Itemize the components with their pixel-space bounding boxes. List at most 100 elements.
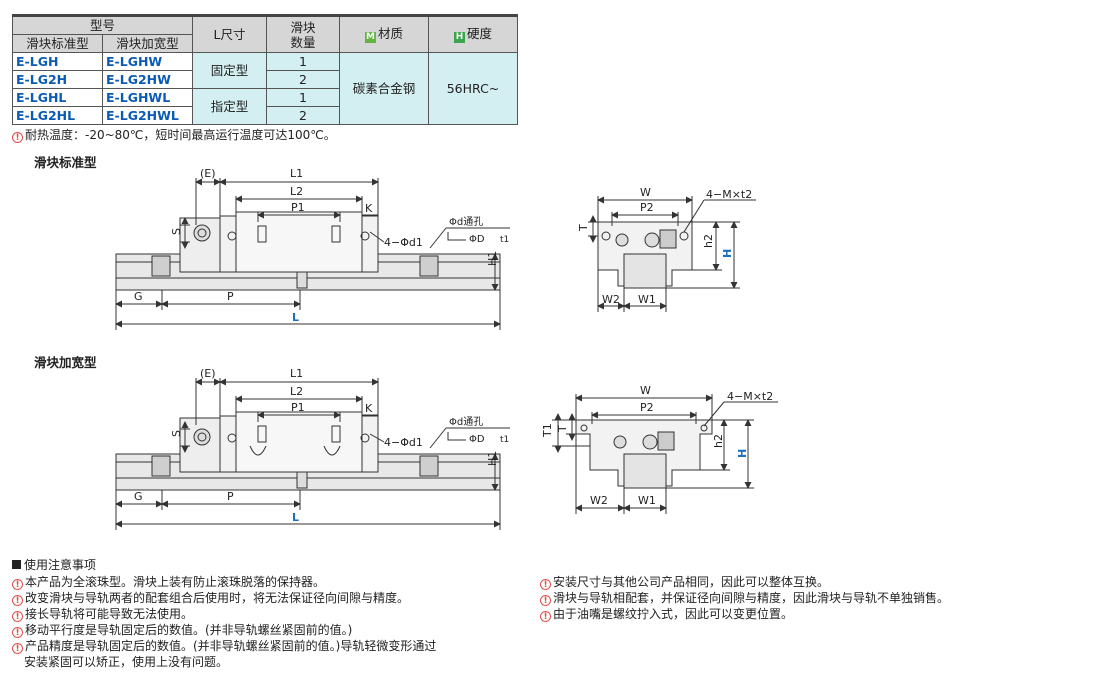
warning-icon: !: [540, 611, 551, 622]
label-h1: H1: [486, 251, 499, 266]
label-t1: t1: [500, 435, 509, 445]
label-h: H: [736, 449, 749, 458]
note-item: !本产品为全滚珠型。滑块上装有防止滚珠脱落的保持器。: [12, 574, 436, 590]
wide-side-labels: (E) L1 L2 P1 K S 4−Φd1 Φd通孔 ΦD t1 H1 G P…: [134, 367, 509, 524]
label-g: G: [134, 490, 143, 503]
warning-icon: !: [12, 611, 23, 622]
label-w1: W1: [638, 494, 656, 507]
label-t: T: [577, 224, 590, 232]
warning-icon: !: [540, 595, 551, 606]
header-slider-qty-text: 滑块 数量: [290, 19, 316, 50]
std-side-labels: (E) L1 L2 P1 K S 4−Φd1 Φd通孔 ΦD t1 H1 G P…: [134, 167, 509, 324]
square-bullet-icon: [12, 560, 21, 569]
label-s: S: [170, 430, 183, 437]
label-k: K: [365, 402, 373, 415]
label-d-hole: Φd通孔: [449, 416, 483, 428]
std-end-view: [588, 196, 756, 312]
warning-icon: !: [12, 627, 23, 638]
material-mark-icon: M: [364, 32, 376, 43]
note-item: !安装尺寸与其他公司产品相同，因此可以整体互换。: [540, 574, 949, 590]
label-e: (E): [200, 367, 216, 380]
type-spec: 指定型: [192, 88, 267, 125]
label-l1: L1: [290, 167, 303, 180]
material-value: 碳素合金钢: [339, 52, 429, 125]
label-t1-end: T1: [541, 423, 554, 438]
label-l: L: [292, 511, 299, 524]
section-title-std: 滑块标准型: [34, 155, 97, 170]
label-w1: W1: [638, 293, 656, 306]
label-p: P: [227, 290, 234, 303]
label-g: G: [134, 290, 143, 303]
notes-title-text: 使用注意事项: [24, 558, 97, 572]
label-p1: P1: [291, 201, 305, 214]
label-p1: P1: [291, 401, 305, 414]
label-d-cb: ΦD: [469, 234, 485, 245]
label-d-cb: ΦD: [469, 434, 485, 445]
notes-right: !安装尺寸与其他公司产品相同，因此可以整体互换。 !滑块与导轨相配套，并保证径向…: [540, 574, 949, 622]
header-material-text: 材质: [377, 26, 403, 41]
label-e: (E): [200, 167, 216, 180]
note-item: !由于油嘴是螺纹拧入式，因此可以变更位置。: [540, 606, 949, 622]
notes-left: !本产品为全滚珠型。滑块上装有防止滚珠脱落的保持器。 !改变滑块与导轨两者的配套…: [12, 574, 436, 670]
label-tap: 4−M×t2: [727, 390, 773, 403]
label-d-hole: Φd通孔: [449, 216, 483, 228]
header-model: 型号: [12, 14, 193, 35]
section-title-wide: 滑块加宽型: [34, 355, 97, 370]
header-slider-qty: 滑块 数量: [266, 14, 340, 53]
type-fixed: 固定型: [192, 52, 267, 89]
qty-4: 2: [266, 106, 340, 125]
header-wide: 滑块加宽型: [102, 34, 193, 53]
label-k: K: [365, 202, 373, 215]
wide-side-view: [115, 378, 510, 530]
label-s: S: [170, 228, 183, 235]
label-p2: P2: [640, 201, 654, 214]
header-hardness-text: 硬度: [466, 26, 492, 41]
label-tap: 4−M×t2: [706, 188, 752, 201]
hardness-value: 56HRC~: [428, 52, 518, 125]
model-wide-1: E-LGHW: [102, 52, 193, 71]
note-item: !滑块与导轨相配套，并保证径向间隙与精度，因此滑块与导轨不单独销售。: [540, 590, 949, 606]
hardness-mark-icon: H: [453, 32, 465, 43]
header-std: 滑块标准型: [12, 34, 103, 53]
std-side-view: [115, 178, 510, 330]
temp-note-text: 耐热温度：-20~80℃，短时间最高运行温度可达100℃。: [25, 128, 336, 142]
warning-icon: !: [12, 595, 23, 606]
label-p2: P2: [640, 401, 654, 414]
warning-icon: !: [12, 132, 23, 143]
qty-1: 1: [266, 52, 340, 71]
note-item: !移动平行度是导轨固定后的数值。(并非导轨螺丝紧固前的值。): [12, 622, 436, 638]
label-h1: H1: [486, 451, 499, 466]
warning-icon: !: [12, 579, 23, 590]
warning-icon: !: [12, 643, 23, 654]
label-w2: W2: [602, 293, 620, 306]
label-l1: L1: [290, 367, 303, 380]
note-item: !改变滑块与导轨两者的配套组合后使用时，将无法保证径向间隙与精度。: [12, 590, 436, 606]
wide-end-labels: W P2 4−M×t2 T T1 h2 H W2 W1: [541, 384, 773, 507]
warning-icon: !: [540, 579, 551, 590]
model-wide-4: E-LG2HWL: [102, 106, 193, 125]
note-item: !接长导轨将可能导致无法使用。: [12, 606, 436, 622]
label-w2: W2: [590, 494, 608, 507]
label-h2: h2: [702, 234, 715, 248]
label-p: P: [227, 490, 234, 503]
label-t: T: [556, 425, 569, 433]
qty-2: 2: [266, 70, 340, 89]
temp-note: !耐热温度：-20~80℃，短时间最高运行温度可达100℃。: [12, 128, 336, 143]
notes-title: 使用注意事项: [12, 558, 96, 573]
label-w: W: [640, 186, 651, 199]
label-w: W: [640, 384, 651, 397]
label-mount-holes: 4−Φd1: [384, 436, 423, 449]
label-mount-holes: 4−Φd1: [384, 236, 423, 249]
note-item: !产品精度是导轨固定后的数值。(并非导轨螺丝紧固前的值。)导轨轻微变形通过: [12, 638, 436, 654]
note-item-cont: 安装紧固可以矫正，使用上没有问题。: [24, 655, 229, 669]
model-wide-2: E-LG2HW: [102, 70, 193, 89]
label-t1: t1: [500, 235, 509, 245]
label-l2: L2: [290, 385, 303, 398]
label-h2: h2: [712, 434, 725, 448]
label-h: H: [721, 249, 734, 258]
label-l: L: [292, 311, 299, 324]
